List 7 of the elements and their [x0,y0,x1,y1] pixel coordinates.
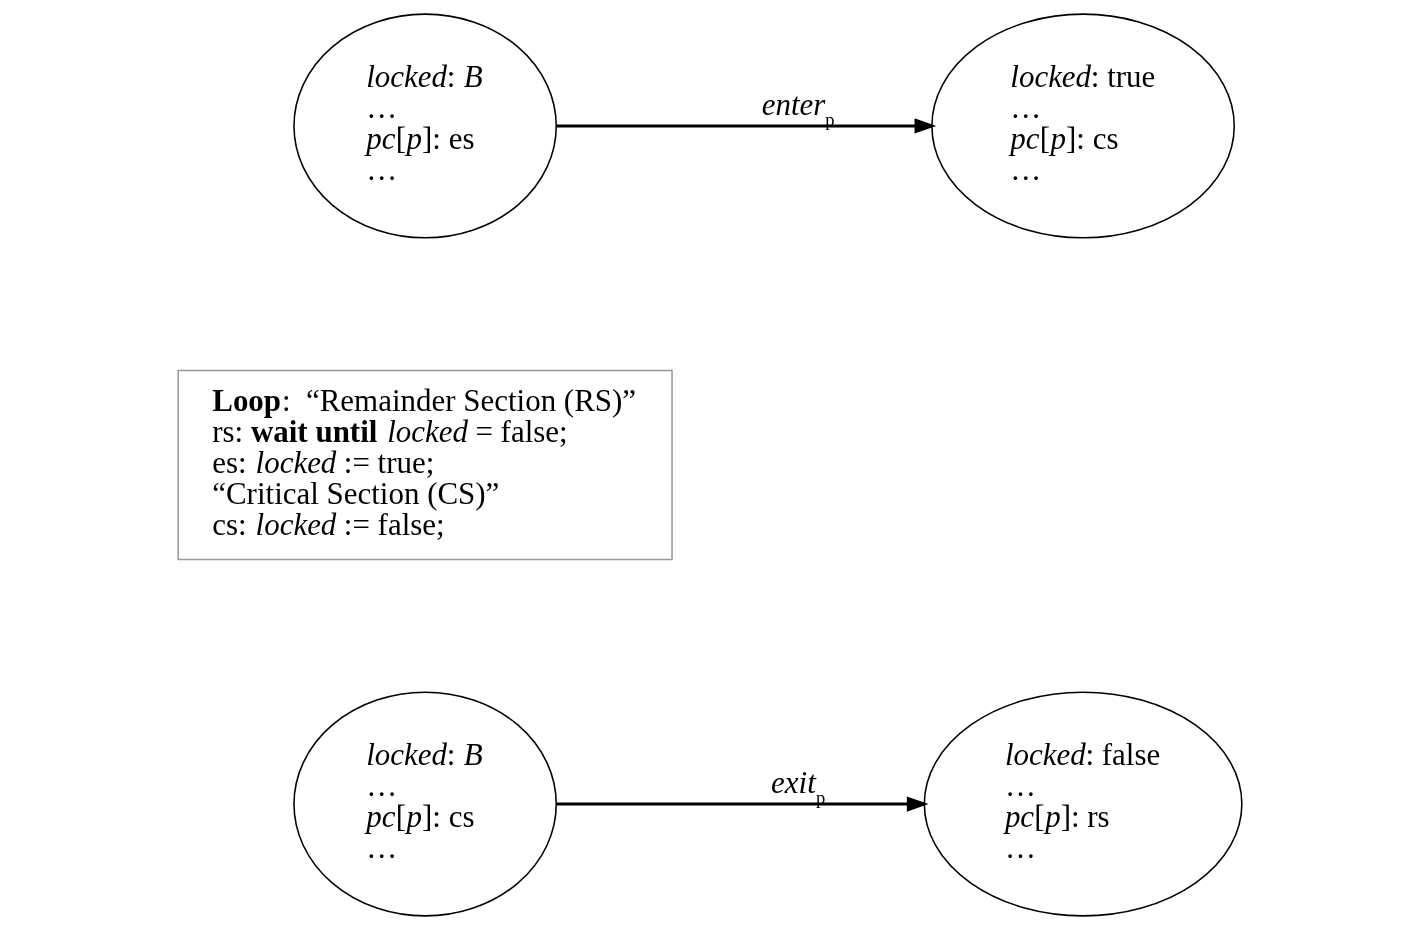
node-ellipse: locked: B … pc[p]: cs … [292,691,557,917]
node-ellipse: locked: false … pc[p]: rs … [923,691,1243,917]
arrow [556,796,929,812]
node-ellipse: locked: true … pc[p]: cs … [930,13,1235,239]
node-box: Loop: “Remainder Section (RS)” rs: wait until locked = false; es: locked := true; “Critical Section (CS)” cs: locked := false; [176,369,673,561]
node-ellipse: locked: B … pc[p]: es … [292,13,557,239]
arrow [556,118,936,134]
